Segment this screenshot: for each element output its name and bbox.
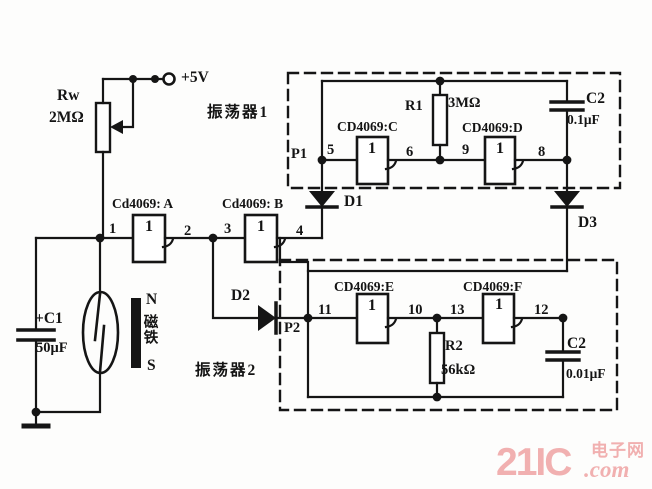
gate-a-label: Cd4069: A	[112, 196, 174, 211]
gate-f-symbol: 1	[495, 296, 503, 313]
gate-d-label: CD4069:D	[462, 120, 523, 135]
c2-osc2-name-label: C2	[567, 335, 586, 352]
gate-d-symbol: 1	[496, 140, 504, 157]
watermark-domain: .com	[584, 457, 630, 482]
inverter-b-symbol	[243, 213, 287, 264]
capacitor-c1-symbol	[16, 236, 56, 414]
gate-e-symbol: 1	[368, 297, 376, 314]
reed-switch-symbol	[81, 236, 120, 375]
pin-4-label: 4	[296, 223, 304, 239]
oscillator1-boundary	[286, 71, 622, 190]
pin-5-label: 5	[327, 142, 335, 158]
gate-b-symbol: 1	[257, 218, 265, 235]
capacitor-c2-osc1-symbol	[549, 79, 585, 162]
r2-value-label: 56kΩ	[441, 362, 476, 378]
d2-label: D2	[231, 287, 250, 304]
pin-13-label: 13	[450, 302, 465, 318]
inverter-d-symbol	[483, 135, 525, 186]
inverter-f-output-hook	[510, 317, 524, 329]
inverter-d-output-hook	[511, 159, 525, 171]
gate-a-symbol: 1	[145, 218, 153, 235]
diode-d3-symbol	[550, 158, 584, 273]
r1-name-label: R1	[405, 98, 423, 114]
b-to-osc2-wire	[278, 236, 310, 399]
osc1-title: 振荡器1	[207, 104, 270, 121]
oscillator2-boundary	[278, 258, 619, 412]
inverter-e-output-hook	[384, 317, 398, 329]
resistor-r1-symbol	[431, 79, 449, 162]
osc2-title: 振荡器2	[195, 362, 258, 379]
inverter-e-symbol	[306, 292, 398, 345]
pin-2-label: 2	[184, 223, 192, 239]
power-supply-label: +5V	[181, 69, 209, 86]
inverter-a-output-hook	[161, 237, 175, 249]
potentiometer-rw-symbol	[94, 77, 135, 240]
inverter-c-output-hook	[384, 159, 398, 171]
gate-e-label: CD4069:E	[334, 279, 394, 294]
pin-12-label: 12	[534, 302, 549, 318]
r1-value-label: 3MΩ	[448, 95, 481, 111]
rw-value-label: 2MΩ	[49, 109, 84, 126]
magnet-north-label: N	[146, 291, 158, 308]
magnet-south-label: S	[147, 357, 156, 374]
gate-c-label: CD4069:C	[337, 119, 398, 134]
d1-label: D1	[344, 193, 363, 210]
gate-b-label: Cd4069: B	[222, 196, 284, 211]
gate-f-label: CD4069:F	[463, 279, 523, 294]
c2-osc2-value-label: 0.01μF	[566, 366, 606, 381]
power-terminal-icon	[162, 72, 176, 86]
resistor-r2-symbol	[428, 316, 446, 399]
p2-node-label: P2	[284, 320, 301, 336]
c1-value-label: 50μF	[36, 340, 68, 356]
c2-osc1-name-label: C2	[586, 90, 605, 107]
r2-name-label: R2	[445, 338, 463, 354]
pin-11-label: 11	[318, 302, 332, 318]
c1-name-label: +C1	[35, 310, 63, 327]
wiper-arrow-icon	[110, 120, 123, 134]
pin-8-label: 8	[538, 144, 546, 160]
rw-name-label: Rw	[57, 87, 80, 104]
diode-d2-symbol	[211, 236, 310, 335]
watermark-brand: 21IC	[496, 441, 572, 484]
pin-6-label: 6	[406, 144, 414, 160]
c2-osc1-value-label: 0.1μF	[567, 112, 600, 127]
pin-10-label: 10	[408, 302, 423, 318]
power-rail-wire	[101, 72, 176, 86]
magnet-body-label: 磁铁	[141, 314, 158, 345]
d3-label: D3	[578, 214, 597, 231]
inverter-b-output-hook	[273, 237, 287, 249]
junction-dots	[31, 75, 572, 417]
pin-9-label: 9	[462, 142, 470, 158]
magnet-bar	[131, 298, 141, 368]
gate-c-symbol: 1	[368, 140, 376, 157]
capacitor-c2-osc2-symbol	[545, 316, 581, 399]
p1-node-label: P1	[291, 146, 308, 162]
inverter-a-symbol	[131, 213, 175, 264]
watermark-site-name: 电子网	[591, 441, 645, 460]
pin-1-label: 1	[109, 221, 117, 237]
ground-link-wire	[34, 371, 102, 414]
pin-3-label: 3	[224, 221, 232, 237]
